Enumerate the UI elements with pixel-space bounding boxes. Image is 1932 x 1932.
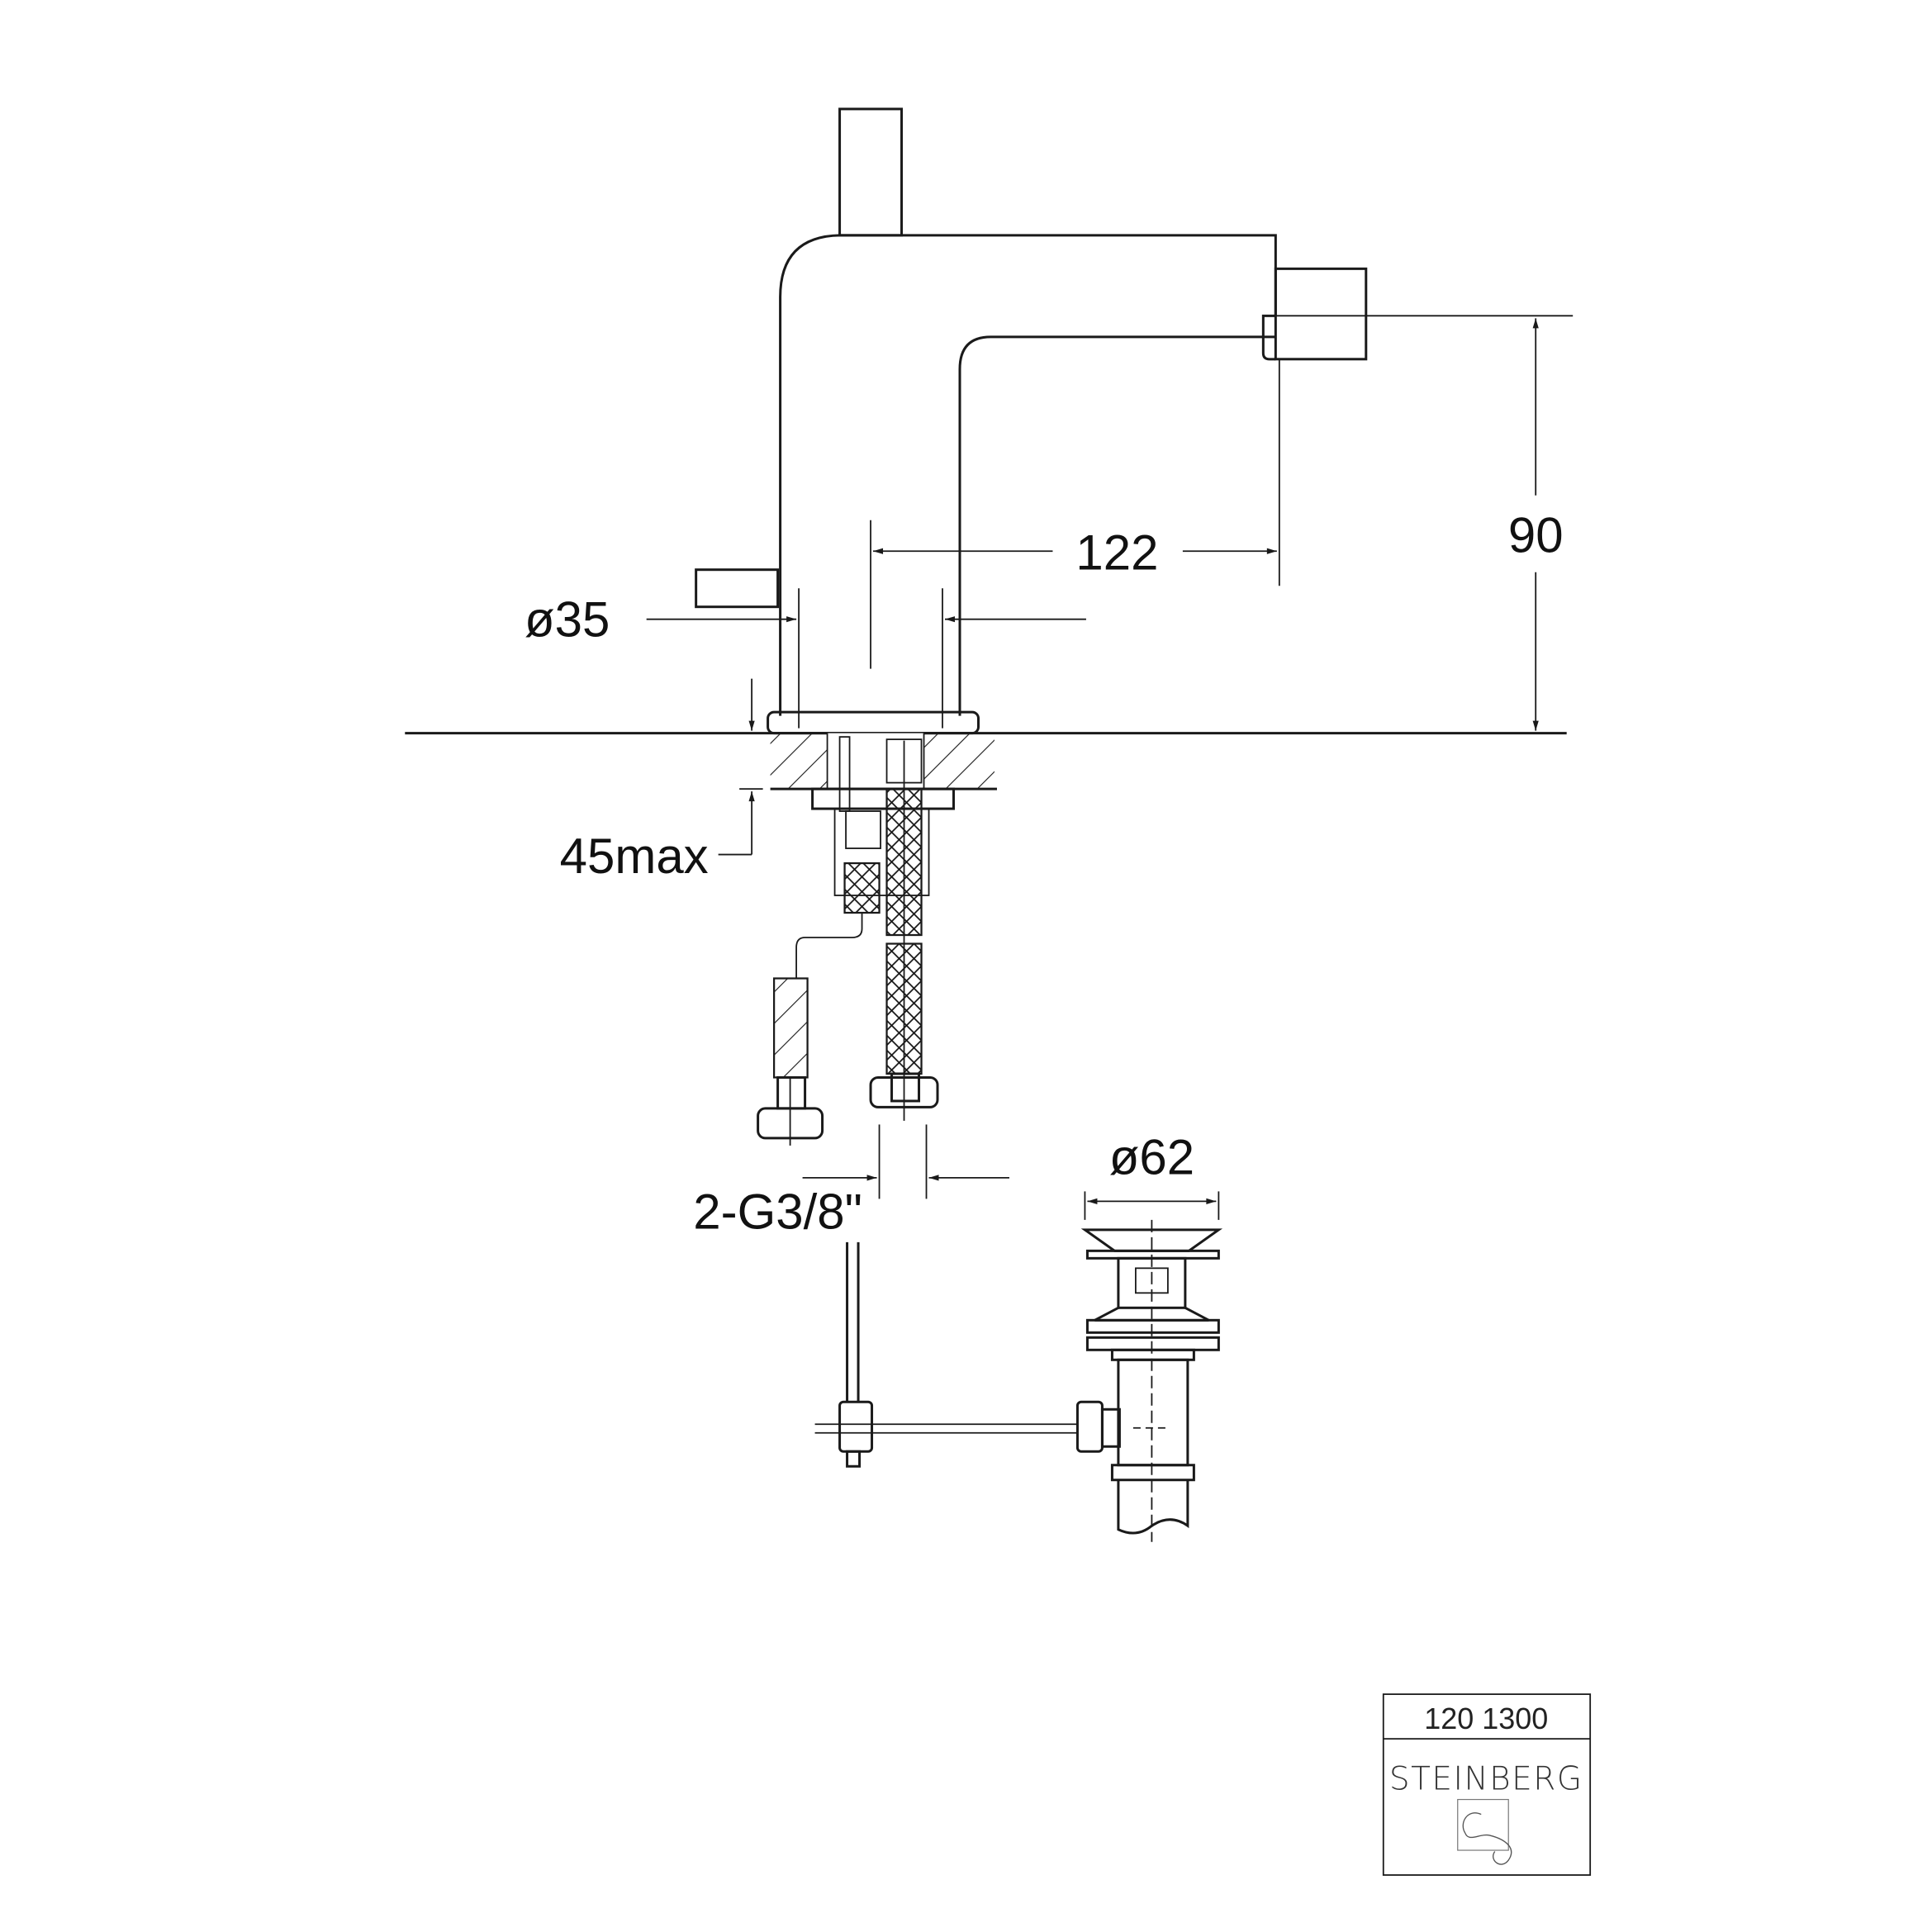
dimension-reach-label: 122 <box>1075 525 1158 581</box>
dimension-connections-label: 2-G3/8" <box>693 1184 862 1239</box>
product-number: 120 1300 <box>1424 1702 1548 1735</box>
dimension-connections: 2-G3/8" <box>693 1124 1009 1239</box>
dimension-deck-thickness-label: 45max <box>560 828 709 884</box>
pop-up-rod <box>814 1241 1078 1468</box>
dimension-height-label: 90 <box>1508 508 1564 563</box>
dimension-reach: 122 <box>873 358 1280 586</box>
brand-logo-icon <box>1457 1798 1512 1865</box>
supply-hoses <box>757 740 939 1146</box>
dimension-drain-label: ø62 <box>1109 1129 1194 1184</box>
faucet-body <box>695 107 1368 735</box>
dimension-body-diameter-label: ø35 <box>525 592 610 648</box>
pop-up-rod-knob <box>695 568 780 609</box>
title-block: 120 1300 STEINBERG <box>1382 1693 1592 1876</box>
lever-handle <box>838 107 904 237</box>
deck-section <box>770 733 997 896</box>
dimension-body-diameter: ø35 <box>525 592 1086 648</box>
brand-name: STEINBERG <box>1389 1761 1583 1798</box>
dimension-deck-thickness: 45max <box>560 678 763 884</box>
dimension-height: 90 <box>1263 315 1574 731</box>
spout-nozzle <box>1274 267 1368 361</box>
pop-up-waste: ø62 <box>1075 1129 1223 1542</box>
